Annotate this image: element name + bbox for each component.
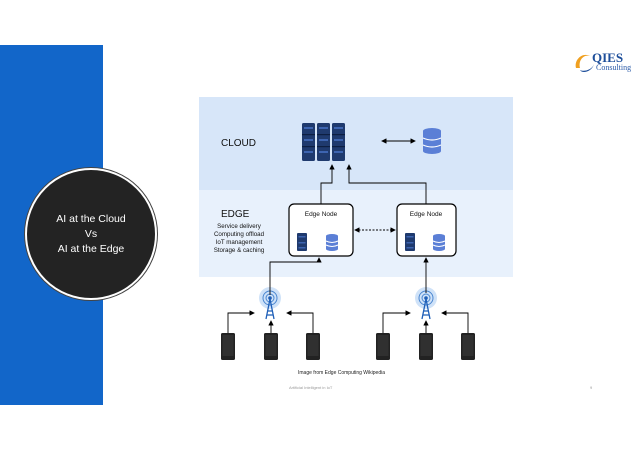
edge-service-3: IoT management bbox=[216, 239, 263, 246]
left-device-3-link bbox=[286, 310, 314, 333]
edge-node-left-server-icon bbox=[297, 233, 307, 251]
cloud-server-icon bbox=[302, 123, 345, 161]
edge-service-1: Service delivery bbox=[217, 223, 262, 230]
edge-node-right-db-icon bbox=[432, 233, 446, 252]
logo-subtitle: Consulting bbox=[596, 63, 632, 72]
edge-services-list: Service delivery Computing offload IoT m… bbox=[214, 223, 265, 254]
edge-node-left-db-icon bbox=[325, 233, 339, 252]
right-device-1-link bbox=[382, 310, 411, 333]
left-device-1-link bbox=[227, 310, 255, 333]
cloud-band bbox=[199, 97, 513, 190]
right-device-3-link bbox=[441, 310, 469, 333]
image-caption: Image from Edge Computing Wikipedia bbox=[298, 370, 385, 376]
logo-swirl-icon bbox=[575, 54, 594, 72]
edge-band bbox=[199, 190, 513, 277]
cloud-label: CLOUD bbox=[221, 138, 256, 149]
edge-node-right-server-icon bbox=[405, 233, 415, 251]
edge-service-2: Computing offload bbox=[214, 231, 265, 238]
circle-line-3: AI at the Edge bbox=[57, 242, 125, 255]
left-node-to-cloud-arrow bbox=[320, 164, 335, 204]
circle-line-2: Vs bbox=[84, 227, 98, 240]
edge-service-4: Storage & caching bbox=[214, 247, 265, 254]
circle-line-1: AI at the Cloud bbox=[56, 212, 126, 225]
edge-node-right-label: Edge Node bbox=[410, 211, 443, 218]
title-circle: AI at the Cloud Vs AI at the Edge bbox=[25, 168, 157, 300]
page-number: 9 bbox=[590, 385, 593, 390]
edge-cloud-diagram: CLOUD EDGE Service delivery Computing of… bbox=[199, 97, 513, 360]
right-node-to-cloud-arrow bbox=[346, 164, 427, 204]
left-devices bbox=[221, 333, 320, 360]
left-tower-to-node-arrow bbox=[269, 257, 322, 295]
edge-node-left-label: Edge Node bbox=[305, 211, 338, 218]
company-logo: QIES Consulting bbox=[570, 50, 638, 76]
edge-label: EDGE bbox=[221, 209, 250, 220]
right-devices bbox=[376, 333, 475, 360]
logo-brand: QIES bbox=[592, 50, 624, 65]
footer-title: Artificial Intelligent in IoT bbox=[289, 385, 333, 390]
cloud-database-icon bbox=[422, 127, 442, 155]
